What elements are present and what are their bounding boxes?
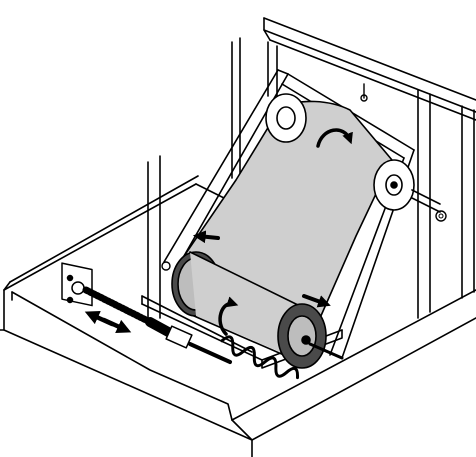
top-roller — [265, 93, 307, 143]
double-arrow-icon — [84, 311, 132, 333]
base-housing — [0, 175, 476, 457]
right-pulley — [373, 159, 441, 213]
adjusting-screw — [61, 262, 232, 364]
carriage-bolt — [161, 83, 368, 271]
rotation-arrow-icon — [316, 128, 353, 148]
rotation-arrow-icon — [218, 296, 239, 336]
screw-head-icon — [435, 210, 447, 222]
direction-arrow-icon — [192, 230, 220, 244]
drive-roller — [171, 251, 344, 369]
rear-frame — [147, 17, 476, 321]
spring-icon — [220, 335, 299, 380]
direction-arrow-icon — [302, 294, 331, 308]
